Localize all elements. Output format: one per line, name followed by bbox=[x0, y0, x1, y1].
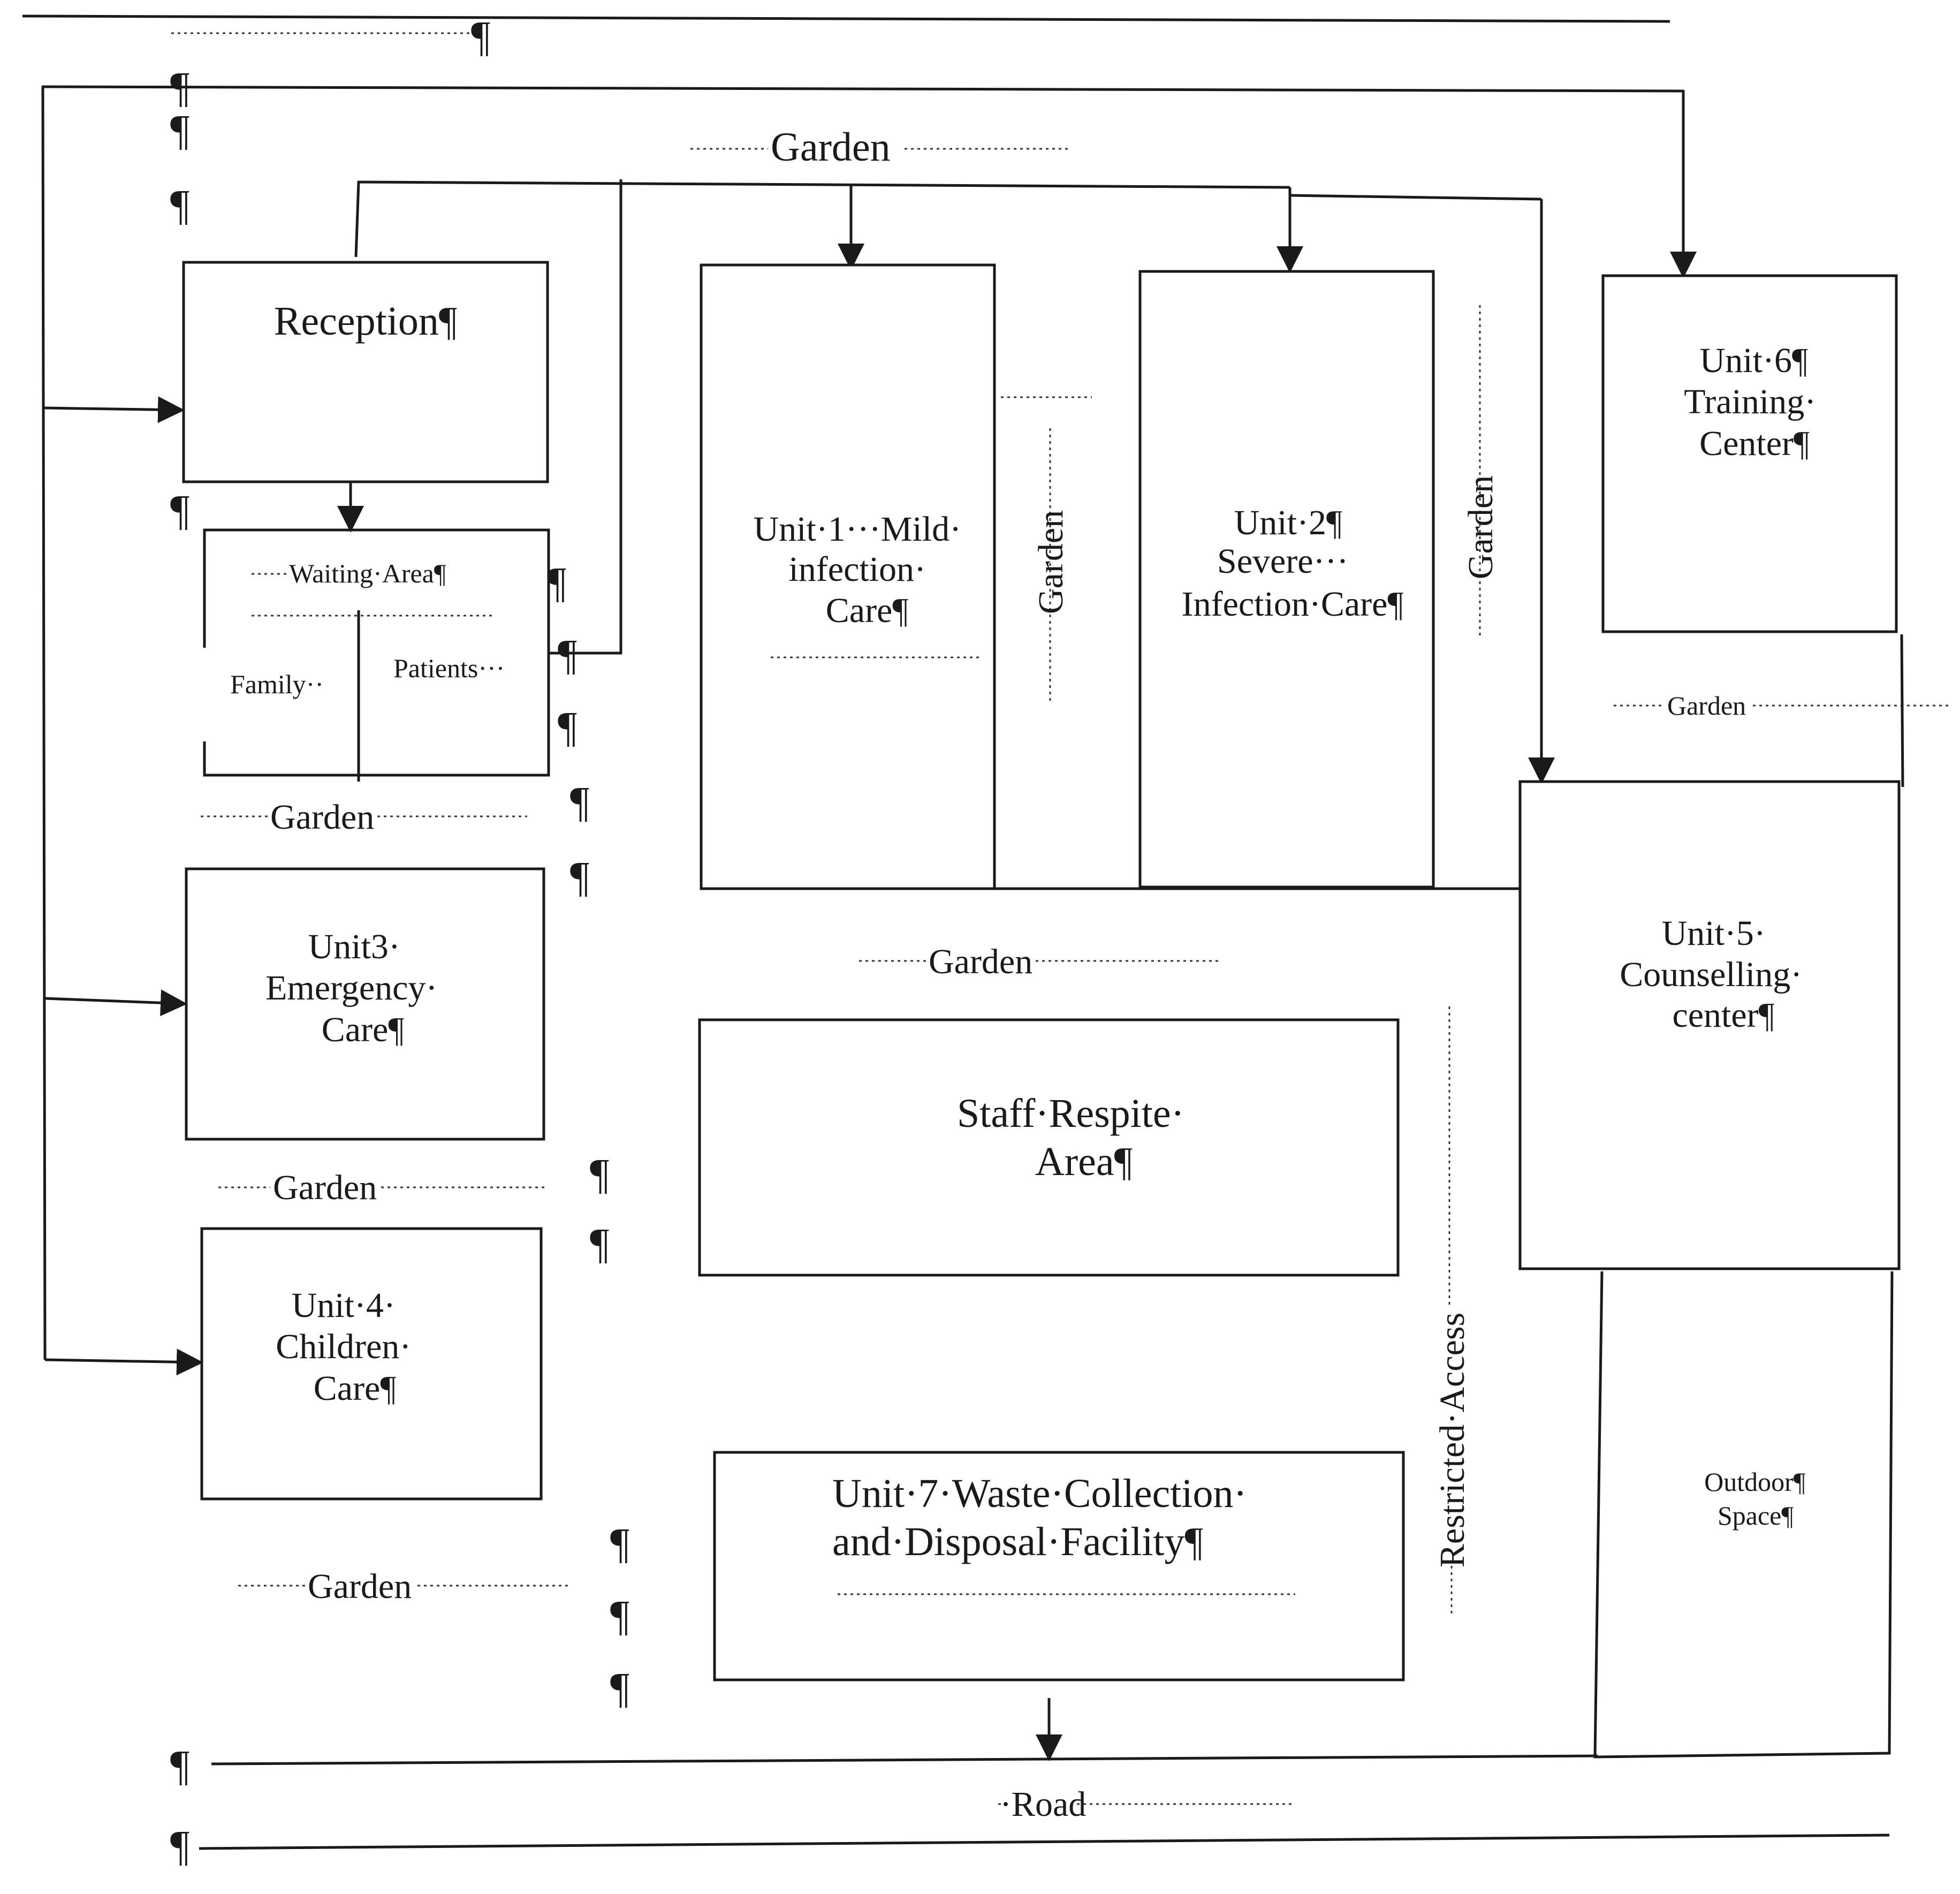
reception-label: Reception¶ bbox=[274, 299, 458, 344]
unit3-line2: Emergency· bbox=[265, 968, 437, 1007]
garden-label-waiting: Garden bbox=[270, 798, 374, 837]
unit3-line3: Care¶ bbox=[322, 1010, 405, 1049]
pilcrow-2: ¶ bbox=[170, 64, 189, 111]
pilcrow-15: ¶ bbox=[610, 1665, 629, 1712]
pilcrow-5: ¶ bbox=[170, 487, 189, 534]
outdoor-space-outline bbox=[1593, 1271, 1894, 1759]
arrow-to-reception bbox=[43, 396, 185, 423]
unit5-line3: center¶ bbox=[1672, 996, 1774, 1035]
unit5-line2: Counselling· bbox=[1620, 955, 1802, 994]
unit6-line1: Unit·6¶ bbox=[1700, 341, 1808, 380]
unit1-line1: Unit·1···Mild· bbox=[753, 510, 961, 549]
garden-label-unit3: Garden bbox=[273, 1168, 377, 1207]
unit1-line2: infection· bbox=[788, 550, 926, 589]
pilcrow-12: ¶ bbox=[590, 1221, 609, 1268]
unit4-line1: Unit·4· bbox=[292, 1286, 396, 1325]
garden-label-u1u2: Garden bbox=[1031, 510, 1070, 614]
unit5-connector bbox=[1289, 194, 1542, 201]
unit5-label: Unit·5· Counselling· center¶ bbox=[1620, 914, 1811, 1035]
unit1-box bbox=[700, 263, 996, 890]
road-top-line bbox=[211, 1754, 1598, 1766]
waiting-area-label: Waiting·Area¶ bbox=[289, 558, 446, 588]
unit3-box bbox=[185, 867, 545, 1141]
pilcrow-13: ¶ bbox=[610, 1520, 629, 1567]
road-bottom-line bbox=[199, 1834, 1890, 1850]
staff-respite-line1: Staff·Respite· bbox=[957, 1091, 1184, 1136]
pilcrow-1: ¶ bbox=[471, 13, 490, 60]
pilcrow-8: ¶ bbox=[558, 704, 577, 751]
reception-box bbox=[182, 261, 549, 483]
unit2-line3: Infection·Care¶ bbox=[1182, 585, 1404, 624]
outdoor-space-label: Outdoor¶ Space¶ bbox=[1704, 1467, 1812, 1531]
pilcrow-6: ¶ bbox=[547, 559, 566, 607]
pilcrow-marks: ¶ ¶ ¶ ¶ ¶ ¶ ¶ ¶ ¶ ¶ ¶ ¶ ¶ ¶ ¶ ¶ ¶ bbox=[170, 13, 629, 1870]
pilcrow-10: ¶ bbox=[570, 854, 589, 901]
unit4-line3: Care¶ bbox=[314, 1369, 397, 1408]
unit6-line2: Training· bbox=[1684, 382, 1816, 421]
garden-label-center: Garden bbox=[929, 942, 1032, 981]
unit2-box bbox=[1138, 270, 1435, 889]
unit2-line1: Unit·2¶ bbox=[1234, 503, 1342, 542]
garden-label-u6u5: Garden bbox=[1667, 691, 1746, 721]
road-label: ·Road bbox=[1000, 1785, 1086, 1824]
pilcrow-14: ¶ bbox=[610, 1593, 629, 1640]
waiting-area-box bbox=[203, 528, 550, 777]
garden-label-unit4: Garden bbox=[308, 1567, 412, 1606]
outdoor-line2: Space¶ bbox=[1718, 1501, 1794, 1531]
unit6-box bbox=[1601, 274, 1898, 633]
unit2-line2: Severe··· bbox=[1217, 542, 1349, 581]
pilcrow-17: ¶ bbox=[170, 1823, 189, 1870]
unit7-line2: and·Disposal·Facility¶ bbox=[832, 1519, 1203, 1564]
outdoor-line1: Outdoor¶ bbox=[1704, 1467, 1806, 1497]
staff-respite-line2: Area¶ bbox=[1035, 1139, 1133, 1184]
garden-label-u2: Garden bbox=[1461, 475, 1500, 579]
restricted-access-label: Restricted·Access bbox=[1433, 1313, 1472, 1567]
unit2-label: Unit·2¶ Severe··· Infection·Care¶ bbox=[1182, 503, 1404, 624]
unit5-line1: Unit·5· bbox=[1662, 914, 1766, 953]
unit6-label: Unit·6¶ Training· Center¶ bbox=[1684, 341, 1825, 463]
waiting-exit-connector bbox=[549, 179, 622, 655]
unit7-box bbox=[713, 1451, 1405, 1681]
unit7-label: Unit·7·Waste·Collection· and·Disposal·Fa… bbox=[832, 1471, 1257, 1564]
arrow-to-unit3 bbox=[44, 989, 187, 1017]
arrow-to-unit4 bbox=[44, 1348, 203, 1376]
unit4-box bbox=[200, 1227, 543, 1501]
family-label: Family·· bbox=[230, 669, 324, 699]
left-corridor-line bbox=[41, 86, 47, 1360]
reception-connector bbox=[354, 180, 1290, 257]
unit4-line2: Children· bbox=[276, 1327, 411, 1366]
unit1-line3: Care¶ bbox=[826, 591, 909, 630]
unit7-line1: Unit·7·Waste·Collection· bbox=[832, 1471, 1247, 1516]
unit5-box bbox=[1518, 780, 1901, 1270]
pilcrow-4: ¶ bbox=[170, 182, 189, 229]
pilcrow-11: ¶ bbox=[590, 1151, 609, 1198]
pilcrow-16: ¶ bbox=[170, 1743, 189, 1790]
unit6-unit5-link bbox=[1900, 634, 1904, 787]
unit6-line3: Center¶ bbox=[1699, 424, 1810, 463]
pilcrow-3: ¶ bbox=[170, 107, 189, 154]
pilcrow-7: ¶ bbox=[558, 632, 577, 679]
unit3-line1: Unit3· bbox=[308, 927, 400, 966]
pilcrow-9: ¶ bbox=[570, 779, 589, 826]
unit1-label: Unit·1···Mild· infection· Care¶ bbox=[753, 510, 970, 630]
garden-label-top: Garden bbox=[771, 125, 891, 170]
unit3-label: Unit3· Emergency· Care¶ bbox=[265, 927, 446, 1049]
staff-respite-label: Staff·Respite· Area¶ bbox=[957, 1091, 1195, 1184]
patients-label: Patients··· bbox=[393, 653, 505, 683]
staff-respite-box bbox=[698, 1018, 1400, 1277]
top-boundary-line bbox=[22, 14, 1670, 23]
unit4-label: Unit·4· Children· Care¶ bbox=[276, 1286, 420, 1408]
main-path-line bbox=[41, 85, 1684, 93]
